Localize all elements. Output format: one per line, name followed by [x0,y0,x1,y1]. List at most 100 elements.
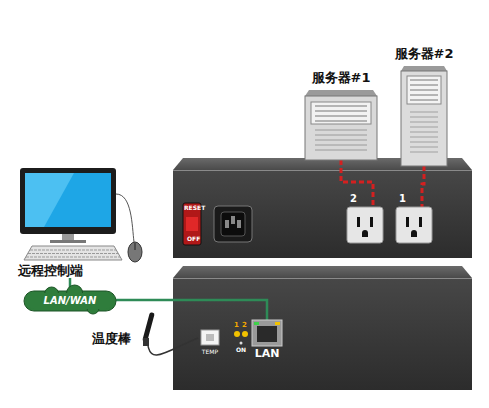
power-outlet: 1 [396,207,432,243]
pdu-lower-unit [234,331,240,337]
server-icon: 服务器#1 [305,90,377,160]
server-icon: 服务器#2 [401,66,447,166]
server-icon-shape [410,90,438,91]
server-icon-shape [410,100,438,101]
pdu-upper-unit [237,220,241,228]
remote-computer-shape [20,168,116,234]
led-number: 1 [234,322,239,329]
node-label: 服务器#2 [395,47,454,61]
pdu-upper-unit [173,170,472,258]
power-cable [422,166,424,207]
server-icon-shape [315,121,367,122]
outlet-number: 2 [350,193,357,204]
pdu-lower-unit [173,266,472,390]
power-cable [341,160,373,207]
server-icon-shape [401,66,447,71]
temperature-probe: 温度棒 [92,312,160,356]
power-outlet-shape [347,207,383,243]
server-icon-shape [410,95,438,96]
network-cloud-shape [26,293,114,309]
power-outlet-shape [396,207,432,243]
power-outlet: 2 [347,207,383,243]
remote-computer-shape [116,194,134,242]
power-outlet-shape [419,217,422,227]
network-cable [116,300,267,320]
switch-label: OFF [187,236,200,242]
temp-port-shape [206,334,214,341]
sensor-cable [148,338,198,355]
node-label: 温度棒 [92,332,131,346]
pdu-upper-unit [214,206,252,242]
pdu-lower-unit [240,342,243,345]
server-icon-shape [410,142,438,143]
power-outlet-shape [406,217,409,227]
pdu-upper-unit [186,217,198,231]
server-icon-shape [311,102,371,124]
server-icon-shape [410,80,438,81]
server-icon-shape [315,145,367,146]
lan-port-shape [254,322,259,325]
remote-computer-shape [62,234,74,240]
server-icon-shape [410,127,438,128]
remote-computer: 远程控制端 [14,166,144,278]
lan-port: LAN [250,320,284,362]
server-icon-shape [315,106,367,107]
network-cloud-shape [24,291,116,311]
server-icon-shape [305,90,377,96]
power-outlet-shape [396,207,432,243]
server-icon-shape [305,96,377,160]
pdu-upper-unit [221,212,245,236]
power-outlet-shape [411,230,417,237]
pdu-lower-unit [173,266,472,278]
server-icon-shape [315,111,367,112]
lan-port-shape [275,322,280,325]
led-number: 2 [242,322,247,329]
server-icon-shape [315,130,367,131]
remote-computer-shape [25,173,111,227]
pdu-lower-unit [173,278,472,390]
server-icon-shape [315,140,367,141]
remote-computer-shape [24,246,122,260]
remote-computer-shape [50,240,86,243]
server-icon-shape [401,71,447,166]
temp-port-shape [198,330,222,360]
lan-port-shape [252,320,282,346]
server-icon-shape [410,122,438,123]
server-icon-shape [410,137,438,138]
server-icon-shape [410,117,438,118]
temperature-probe-shape [142,312,155,342]
node-label: 服务器#1 [312,71,371,85]
network-cloud: LAN/WAN [24,287,116,313]
network-cloud-shape [24,285,116,314]
server-icon-shape [315,116,367,117]
pdu-upper-unit [225,220,229,228]
node-label: LAN/WAN [44,295,97,306]
lan-port-shape [257,326,277,342]
pdu-upper-unit [173,158,472,258]
server-icon-shape [401,66,447,166]
temperature-probe-shape [143,338,149,346]
node-label: LAN [255,348,280,360]
pdu-upper-unit [173,170,472,171]
temp-port: TEMP [198,330,222,360]
pdu-upper-unit [231,216,235,224]
power-outlet-shape [362,230,368,237]
power-outlet-shape [370,217,373,227]
led-label: ON [236,347,246,353]
server-icon-shape [410,152,438,153]
server-icon-shape [305,90,377,160]
remote-computer-shape [135,243,136,250]
switch-label: RESET [184,205,205,211]
server-icon-shape [410,147,438,148]
server-icon-shape [315,150,367,151]
temp-port-shape [201,330,219,345]
remote-computer-shape [25,173,74,227]
server-icon-shape [410,85,438,86]
node-label: 远程控制端 [18,264,83,278]
outlet-number: 1 [399,193,406,204]
pdu-lower-unit [242,331,248,337]
server-icon-shape [407,76,441,104]
remote-computer-shape [28,253,118,254]
remote-computer-shape [30,250,116,251]
